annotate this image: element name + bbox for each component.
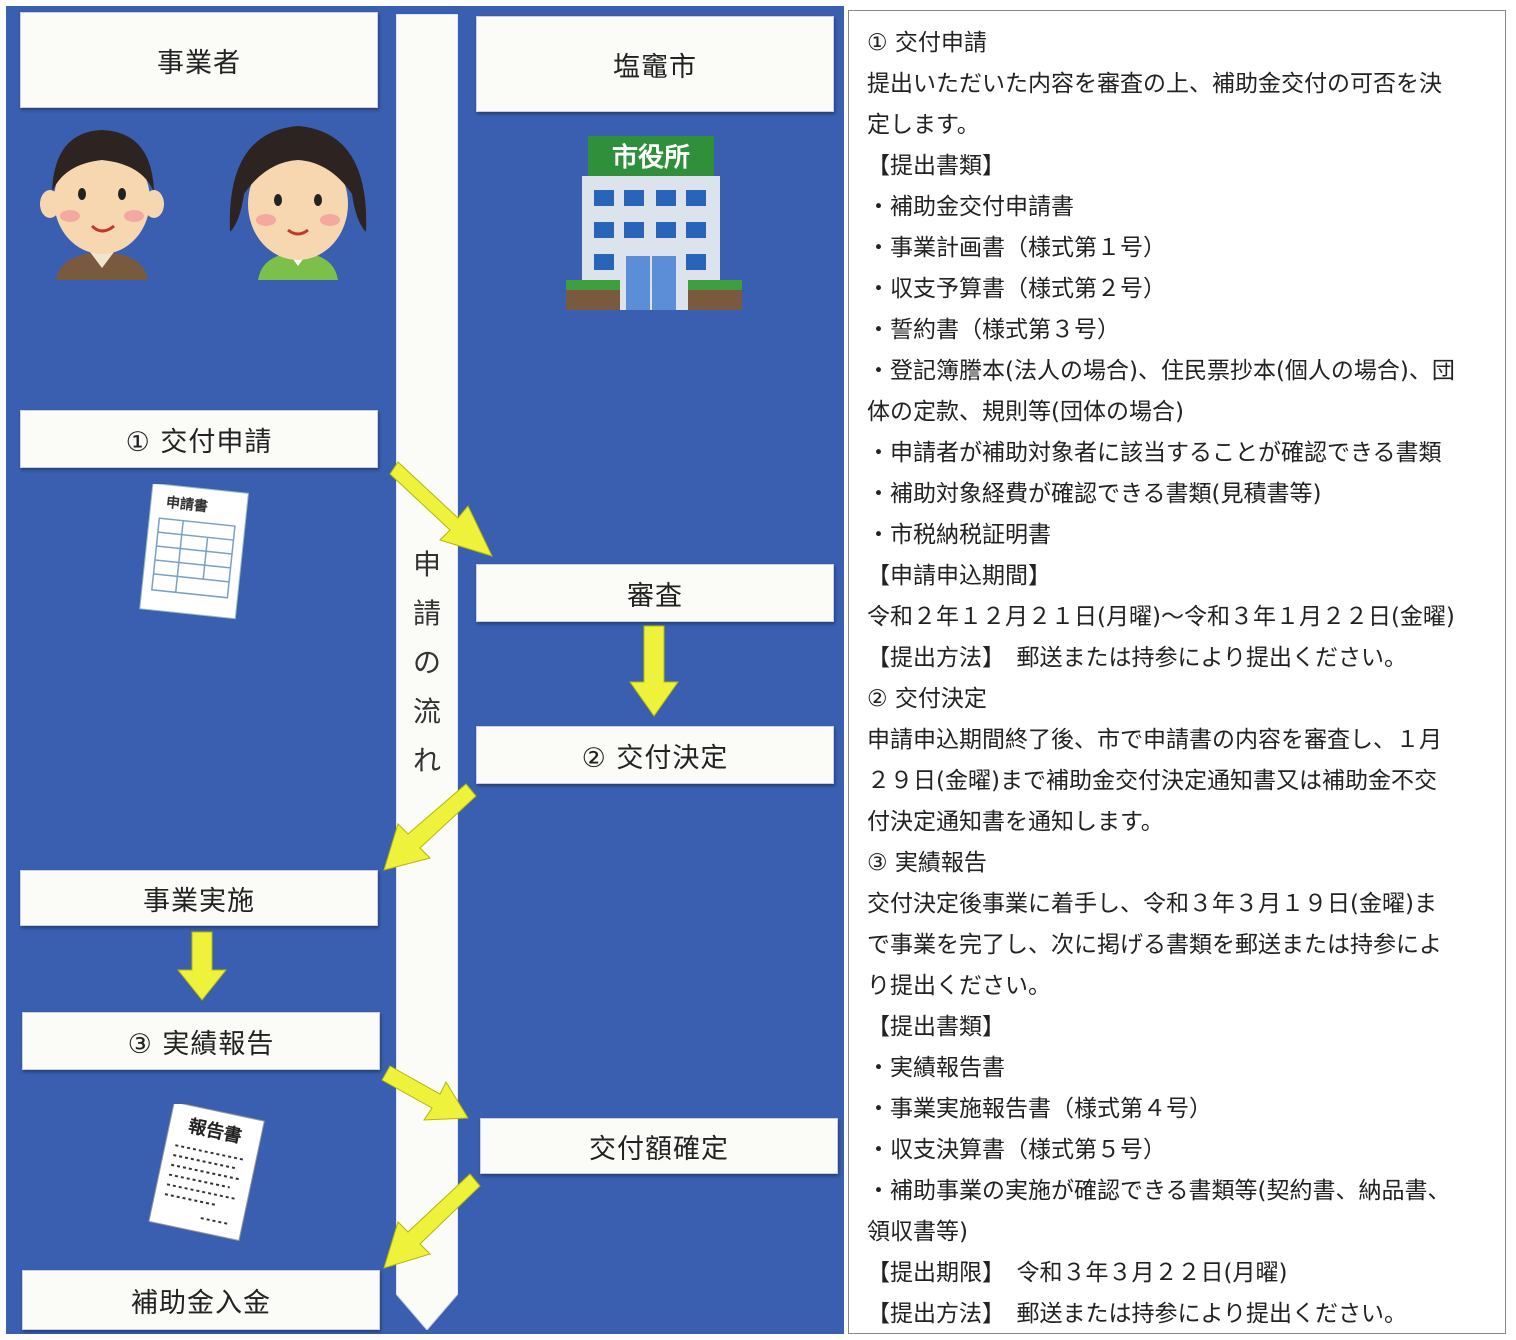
text-line: 交付決定後事業に着手し、令和３年３月１９日(金曜)ま — [867, 891, 1437, 917]
step-apply-label: ① 交付申請 — [125, 426, 273, 458]
text-line: ・収支決算書（様式第５号） — [867, 1137, 1166, 1163]
step-report-box: ③ 実績報告 — [22, 1012, 380, 1070]
text-line: 定します。 — [867, 112, 980, 138]
text-line: 【提出書類】 — [867, 1014, 1005, 1040]
section-heading-apply: ① 交付申請 — [867, 30, 987, 56]
step-decision-box: ② 交付決定 — [476, 726, 834, 784]
text-line: ・実績報告書 — [867, 1055, 1005, 1081]
step-confirm-label: 交付額確定 — [589, 1133, 729, 1165]
text-line: ２９日(金曜)まで補助金交付決定通知書又は補助金不交 — [867, 768, 1437, 794]
text-line: 【提出方法】 郵送または持参により提出ください。 — [867, 1301, 1408, 1327]
report-document-icon: 報告書 — [148, 1104, 265, 1242]
section-heading-report: ③ 実績報告 — [867, 850, 987, 876]
text-line: ・登記簿謄本(法人の場合)、住民票抄本(個人の場合)、団 — [867, 358, 1455, 384]
step-review-box: 審査 — [476, 564, 834, 622]
application-document-title: 申請書 — [165, 494, 209, 515]
explanation-panel: ① 交付申請 提出いただいた内容を審査の上、補助金交付の可否を決 定します。 【… — [848, 10, 1506, 1334]
text-line: ・誓約書（様式第３号） — [867, 317, 1120, 343]
text-line: ・事業実施報告書（様式第４号） — [867, 1096, 1212, 1122]
step-apply-box: ① 交付申請 — [20, 410, 378, 468]
flow-char: の — [412, 646, 441, 679]
business-people-icon — [40, 126, 367, 280]
text-line: 【提出期限】 令和３年３月２２日(月曜) — [867, 1260, 1288, 1286]
text-line: ・事業計画書（様式第１号） — [867, 235, 1166, 261]
step-decision-label: ② 交付決定 — [581, 742, 729, 774]
section-heading-decision: ② 交付決定 — [867, 686, 987, 712]
flow-char: 流 — [412, 695, 441, 728]
city-hall-icon: 市役所 — [566, 136, 742, 310]
arrow-confirm-to-payment — [383, 1173, 481, 1269]
text-line: ・補助金交付申請書 — [867, 194, 1074, 220]
arrow-implement-to-report — [176, 931, 228, 1001]
text-line: ・補助対象経費が確認できる書類(見積書等) — [867, 481, 1322, 507]
text-line: 体の定款、規則等(団体の場合) — [867, 399, 1184, 425]
text-line: ・収支予算書（様式第２号） — [867, 276, 1166, 302]
arrow-decision-to-implement — [383, 783, 477, 871]
text-line: り提出ください。 — [867, 973, 1051, 999]
arrow-report-to-confirm — [381, 1065, 469, 1121]
text-line: 付決定通知書を通知します。 — [867, 809, 1164, 835]
text-line: ・補助事業の実施が確認できる書類等(契約書、納品書、 — [867, 1178, 1451, 1204]
text-line: 【提出書類】 — [867, 153, 1005, 179]
actor-city-header: 塩竈市 — [476, 16, 834, 112]
step-review-label: 審査 — [627, 580, 683, 612]
step-confirm-box: 交付額確定 — [480, 1118, 838, 1174]
text-line: ・市税納税証明書 — [867, 522, 1051, 548]
application-document-icon: 申請書 — [139, 484, 249, 620]
flow-label: 申 請 の 流 れ — [396, 540, 458, 785]
text-line: 令和２年１２月２１日(月曜)～令和３年１月２２日(金曜) — [867, 604, 1455, 630]
flow-char: れ — [412, 744, 441, 777]
flow-char: 申 — [412, 548, 441, 581]
actor-business-header: 事業者 — [20, 12, 378, 108]
step-payment-label: 補助金入金 — [131, 1287, 271, 1319]
text-line: 提出いただいた内容を審査の上、補助金交付の可否を決 — [867, 71, 1442, 97]
step-report-label: ③ 実績報告 — [127, 1028, 275, 1060]
arrow-apply-to-review — [389, 461, 493, 557]
text-line: 【申請申込期間】 — [867, 563, 1051, 589]
city-hall-sign: 市役所 — [612, 142, 690, 173]
step-implement-label: 事業実施 — [143, 885, 255, 917]
step-implement-box: 事業実施 — [20, 870, 378, 926]
flow-char: 請 — [412, 597, 441, 630]
actor-city-label: 塩竈市 — [613, 51, 697, 83]
text-line: 申請申込期間終了後、市で申請書の内容を審査し、１月 — [867, 727, 1442, 753]
text-line: 【提出方法】 郵送または持参により提出ください。 — [867, 645, 1408, 671]
text-line: ・申請者が補助対象者に該当することが確認できる書類 — [867, 440, 1442, 466]
arrow-review-to-decision — [629, 625, 679, 717]
actor-business-label: 事業者 — [157, 47, 241, 79]
text-line: で事業を完了し、次に掲げる書類を郵送または持参によ — [867, 932, 1442, 958]
flow-band — [396, 14, 458, 1330]
step-payment-box: 補助金入金 — [22, 1270, 380, 1330]
text-line: 領収書等) — [867, 1219, 968, 1245]
